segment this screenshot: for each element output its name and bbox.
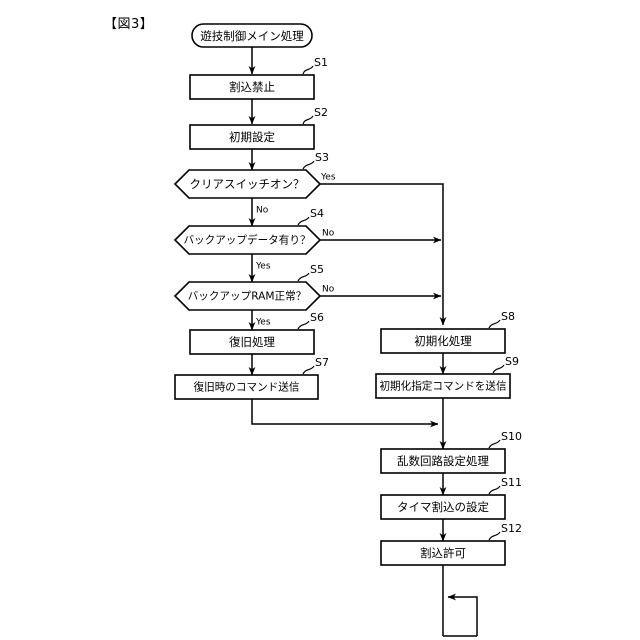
edge-label-s3-yes: Yes (320, 173, 336, 183)
edge-s3-yes-to-trunk (320, 183, 447, 326)
leader-s5 (297, 272, 310, 282)
step-label-s6: S6 (310, 311, 324, 324)
figure-number-label: 【図3】 (104, 17, 154, 32)
node-s10: 乱数回路設定処理 (380, 448, 506, 474)
node-s4-label: バックアップデータ有り？ (183, 234, 310, 247)
edge-label-s5-yes: Yes (255, 318, 271, 328)
node-s5: バックアップRAM正常？ (173, 281, 322, 311)
step-label-s3: S3 (315, 151, 329, 164)
step-label-s8: S8 (501, 310, 515, 323)
leader-s2 (302, 115, 314, 125)
node-s9: 初期化指定コマンドを送信 (375, 373, 511, 399)
node-s10-label: 乱数回路設定処理 (397, 454, 489, 468)
leader-s8 (488, 319, 501, 329)
node-s2: 初期設定 (189, 124, 315, 150)
node-s12-label: 割込許可 (420, 546, 466, 560)
edge-label-s4-yes: Yes (255, 262, 271, 272)
leader-s6 (297, 320, 310, 330)
leader-s7 (302, 365, 315, 375)
step-label-s1: S1 (314, 56, 328, 69)
node-s7: 復旧時のコマンド送信 (174, 374, 319, 400)
leader-s9 (492, 364, 505, 374)
step-label-s11: S11 (501, 476, 522, 489)
step-label-s2: S2 (314, 106, 328, 119)
node-s8: 初期化処理 (380, 328, 506, 354)
node-s2-label: 初期設定 (229, 130, 275, 144)
node-s3-label: クリアスイッチオン？ (190, 177, 305, 191)
edge-loop-back (447, 593, 478, 636)
node-start: 遊技制御メイン処理 (191, 23, 313, 48)
node-s4: バックアップデータ有り？ (173, 225, 322, 255)
node-s11-label: タイマ割込の設定 (397, 500, 489, 514)
node-s11: タイマ割込の設定 (380, 494, 506, 520)
edge-s7-to-trunk (251, 399, 439, 428)
leader-s4 (297, 216, 310, 226)
edge-label-s3-no: No (256, 206, 269, 216)
leader-s3 (302, 160, 315, 170)
leader-s10 (488, 439, 501, 449)
node-s3: クリアスイッチオン？ (173, 169, 322, 199)
step-label-s10: S10 (501, 430, 522, 443)
edge-label-s5-no: No (322, 285, 335, 295)
node-s9-label: 初期化指定コマンドを送信 (379, 380, 507, 393)
step-label-s12: S12 (501, 522, 522, 535)
step-label-s5: S5 (310, 263, 324, 276)
edge-label-s4-no: No (322, 229, 335, 239)
node-s6-label: 復旧処理 (229, 335, 275, 349)
node-s6: 復旧処理 (189, 329, 315, 355)
node-s12: 割込許可 (380, 540, 506, 566)
node-s1-label: 割込禁止 (229, 80, 275, 94)
node-s5-label: バックアップRAM正常？ (188, 290, 307, 303)
node-s1: 割込禁止 (189, 74, 315, 100)
leader-s1 (302, 65, 314, 75)
step-label-s4: S4 (310, 207, 324, 220)
node-s8-label: 初期化処理 (414, 334, 472, 348)
leader-s11 (488, 485, 501, 495)
leader-s12 (488, 531, 501, 541)
step-label-s9: S9 (505, 355, 519, 368)
step-label-s7: S7 (315, 356, 329, 369)
node-start-label: 遊技制御メイン処理 (200, 29, 304, 43)
node-s7-label: 復旧時のコマンド送信 (194, 381, 300, 394)
